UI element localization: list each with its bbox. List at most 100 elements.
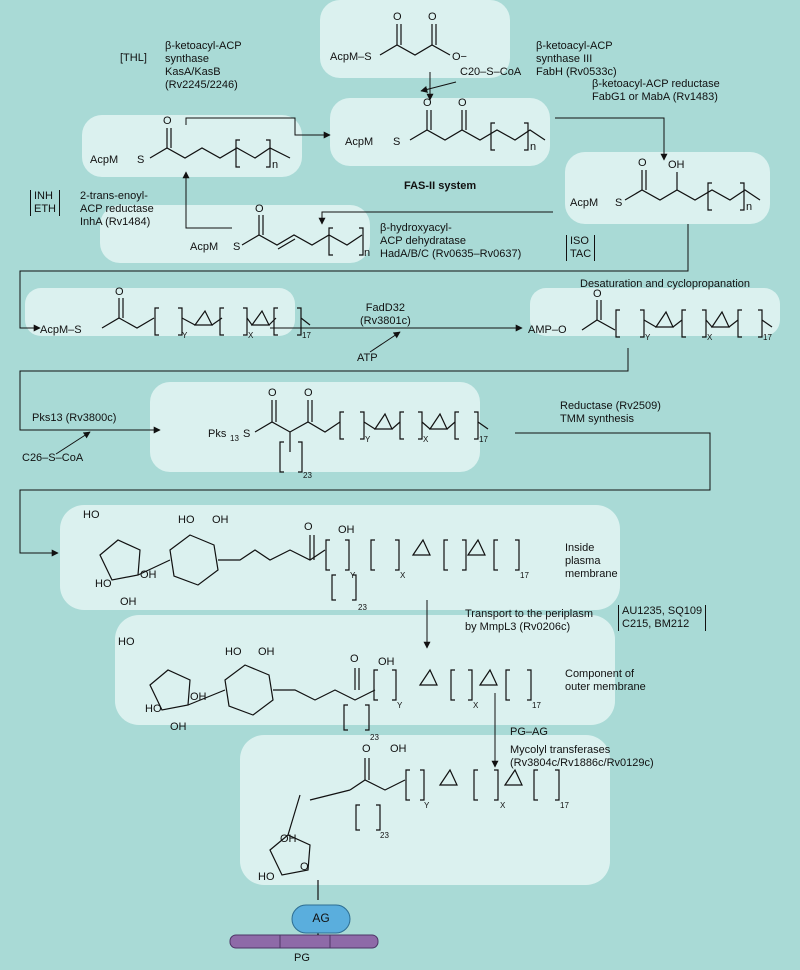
- atom-label: X: [400, 571, 406, 580]
- atom-label: Y: [397, 701, 403, 710]
- atom-label: OH: [668, 159, 685, 171]
- atom-label: AcpM: [345, 136, 373, 148]
- atom-label: OH: [190, 691, 207, 703]
- pg-ag-label: PG–AG: [510, 726, 548, 738]
- atom-label: O: [593, 288, 602, 300]
- outer-line: Component of: [565, 668, 635, 680]
- kas-enzyme-label: β-ketoacyl-ACP synthase KasA/KasB (Rv224…: [165, 40, 242, 92]
- enoyl-acpm-structure: [241, 215, 364, 256]
- atom-label: OH: [140, 569, 157, 581]
- atom-label: AMP–O: [528, 324, 567, 336]
- atom-label: 23: [303, 471, 312, 480]
- atom-label: Y: [424, 801, 430, 810]
- atom-label: Pks: [208, 428, 227, 440]
- atom-label: O: [115, 286, 124, 298]
- inside-line: plasma: [565, 555, 601, 567]
- atom-label: AcpM: [570, 197, 598, 209]
- outer-membrane-label: Component of outer membrane: [565, 668, 646, 694]
- eth-line: ETH: [34, 203, 56, 215]
- atom-label: OH: [390, 743, 407, 755]
- tac-line: TAC: [570, 248, 592, 260]
- atom-labels: AcpM–S O O O− AcpM S O O n AcpM S O n Ac…: [40, 11, 772, 883]
- atom-label: O−: [452, 51, 467, 63]
- fadd32-enzyme-label: FadD32 (Rv3801c): [360, 302, 411, 328]
- mmpl3-transport-label: Transport to the periplasm by MmpL3 (Rv0…: [465, 608, 593, 634]
- acyl-acpm-structure: [149, 128, 291, 168]
- atom-label: O: [304, 387, 313, 399]
- acpm-mycolate-structure: [101, 298, 311, 336]
- malonyl-acpm-structure: [379, 24, 451, 56]
- c26-coa-label: C26–S–CoA: [22, 452, 84, 464]
- atom-label: HO: [83, 509, 100, 521]
- fabh-line: FabH (Rv0533c): [536, 66, 617, 78]
- inha-line: 2-trans-enoyl-: [80, 190, 148, 202]
- atom-label: S: [393, 136, 400, 148]
- atp-label: ATP: [357, 352, 378, 364]
- hydroxyacyl-acpm-structure: [624, 170, 761, 211]
- atom-label: Y: [645, 333, 651, 342]
- atom-label: O: [255, 203, 264, 215]
- atom-label: X: [423, 435, 429, 444]
- fabg-line: β-ketoacyl-ACP reductase: [592, 78, 720, 90]
- atom-label: 17: [560, 801, 569, 810]
- atom-label: HO: [118, 636, 135, 648]
- mmpl3-inhibitor-line: C215, BM212: [622, 618, 690, 630]
- atom-label: 17: [532, 701, 541, 710]
- atom-label: X: [500, 801, 506, 810]
- inside-line: Inside: [565, 542, 595, 554]
- had-line: ACP dehydratase: [380, 235, 467, 247]
- had-enzyme-label: β-hydroxyacyl- ACP dehydratase HadA/B/C …: [380, 222, 521, 261]
- atom-label: X: [707, 333, 713, 342]
- atom-label: X: [248, 331, 254, 340]
- had-line: HadA/B/C (Rv0635–Rv0637): [380, 248, 522, 260]
- atom-label: HO: [258, 871, 275, 883]
- atom-label: O: [300, 861, 309, 873]
- atom-label: O: [638, 157, 647, 169]
- ag-mycolate-structure: [269, 758, 560, 900]
- ketoacyl-acpm-structure: [409, 110, 546, 151]
- kas-line: (Rv2245/2246): [165, 79, 238, 91]
- fabg-line: FabG1 or MabA (Rv1483): [592, 91, 718, 103]
- atom-label: 23: [370, 733, 379, 742]
- transport-line: Transport to the periplasm: [465, 608, 593, 620]
- fabh-enzyme-label: β-ketoacyl-ACP synthase III FabH (Rv0533…: [536, 40, 617, 79]
- inha-line: InhA (Rv1484): [80, 216, 151, 228]
- fabg-enzyme-label: β-ketoacyl-ACP reductase FabG1 or MabA (…: [592, 78, 720, 104]
- pg-label: PG: [294, 952, 310, 964]
- atom-label: 13: [230, 434, 239, 443]
- atom-label: OH: [378, 656, 395, 668]
- atom-label: HO: [145, 703, 162, 715]
- ag-label: AG: [312, 911, 330, 925]
- fabh-line: β-ketoacyl-ACP: [536, 40, 613, 52]
- reductase-label: Reductase (Rv2509) TMM synthesis: [560, 400, 661, 426]
- atom-label: O: [350, 653, 359, 665]
- atom-label: 17: [520, 571, 529, 580]
- atom-label: OH: [170, 721, 187, 733]
- atom-label: OH: [280, 833, 297, 845]
- ag-capsule: [291, 904, 351, 934]
- iso-tac-inhibitor-label: ISO TAC: [566, 235, 596, 261]
- fas2-cycle-arrows: [182, 72, 668, 229]
- fabh-line: synthase III: [536, 53, 593, 65]
- atom-label: Y: [365, 435, 371, 444]
- inh-eth-inhibitor-label: INH ETH: [30, 190, 60, 216]
- atom-label: HO: [178, 514, 195, 526]
- inside-membrane-label: Inside plasma membrane: [565, 542, 618, 581]
- atom-label: HO: [95, 578, 112, 590]
- mmpl3-inhibitors-label: AU1235, SQ109 C215, BM212: [618, 605, 707, 631]
- thl-inhibitor-label: [THL]: [120, 52, 147, 64]
- atom-label: n: [364, 247, 370, 259]
- atom-label: n: [530, 141, 536, 153]
- ag-pg-anchor: [229, 904, 379, 949]
- mycolyl-line: Mycolyl transferases: [510, 744, 611, 756]
- reductase-line: TMM synthesis: [560, 413, 634, 425]
- atom-label: n: [746, 201, 752, 213]
- mycolyl-transferase-label: Mycolyl transferases (Rv3804c/Rv1886c/Rv…: [510, 744, 654, 770]
- atom-label: O: [304, 521, 313, 533]
- fadd32-line: FadD32: [365, 302, 405, 314]
- atom-label: 23: [358, 603, 367, 612]
- atom-label: OH: [120, 596, 137, 608]
- atom-label: AcpM–S: [330, 51, 372, 63]
